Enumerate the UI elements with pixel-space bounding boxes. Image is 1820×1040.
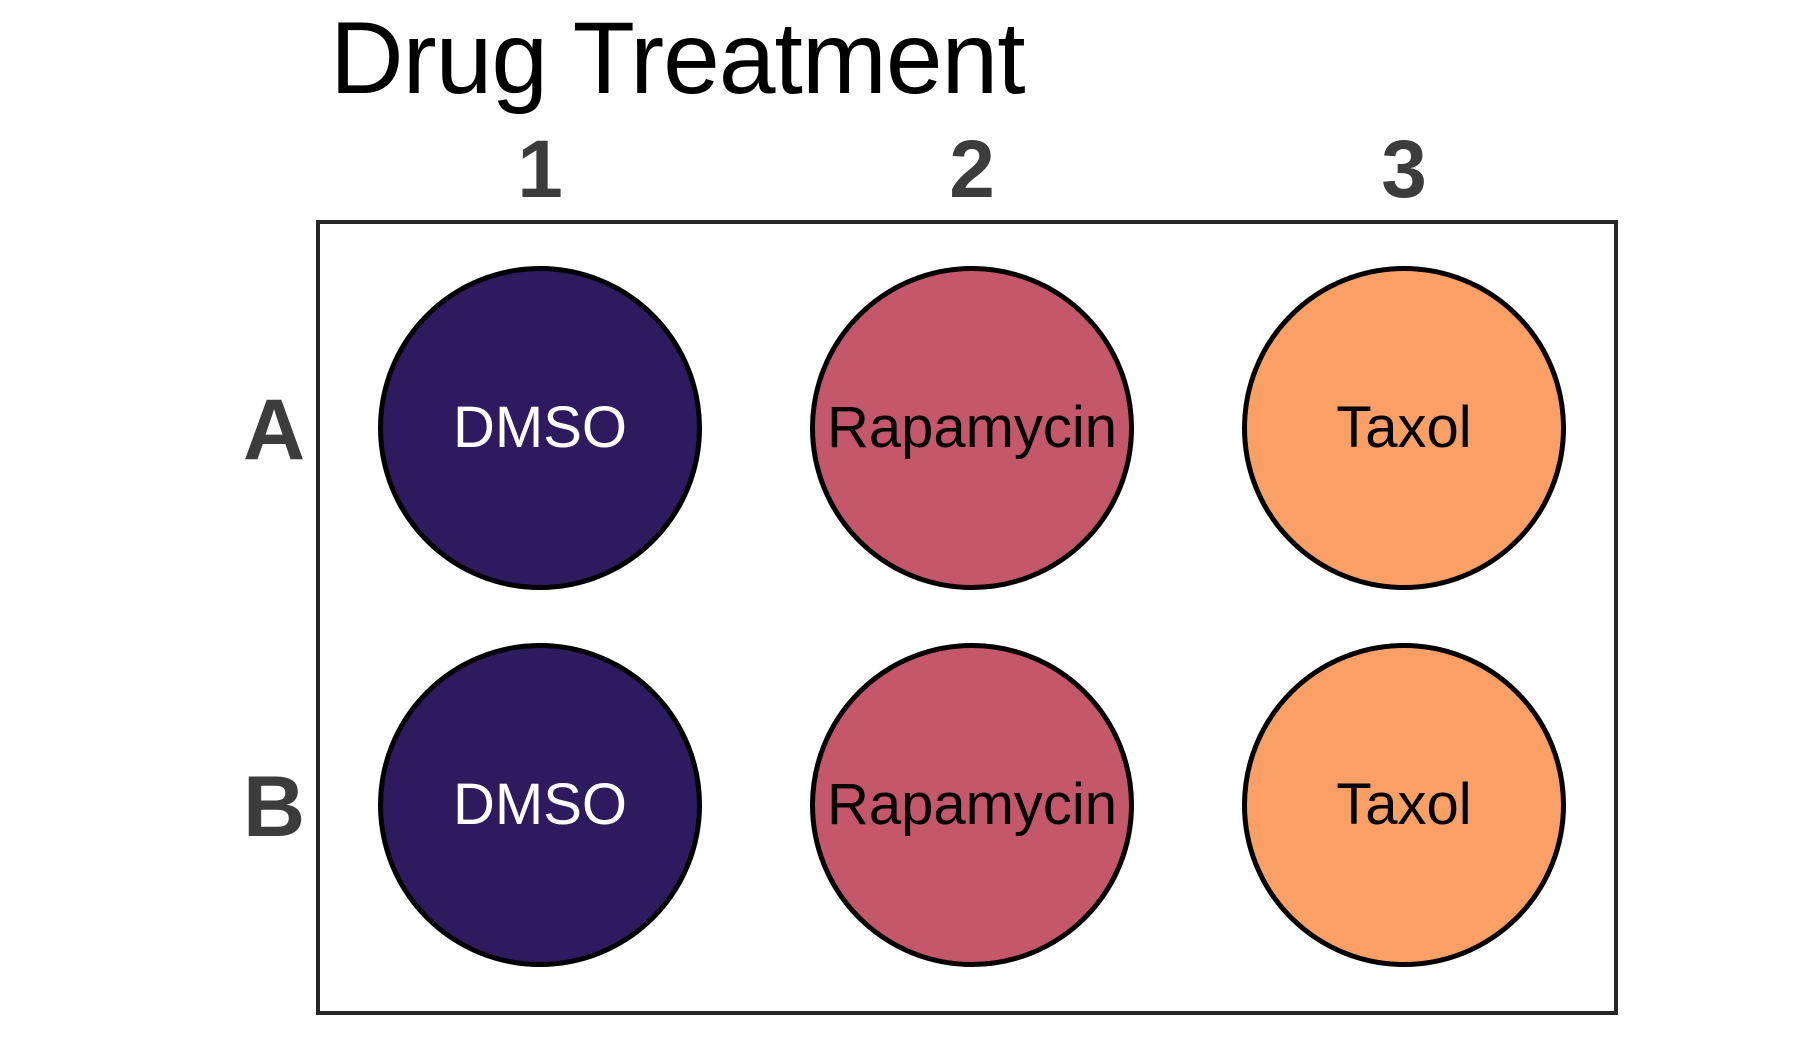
column-header-1: 1 bbox=[517, 124, 563, 215]
well-b3: Taxol bbox=[1242, 643, 1566, 967]
well-a2-label: Rapamycin bbox=[826, 395, 1118, 460]
well-b2-label: Rapamycin bbox=[826, 772, 1118, 837]
well-b1-label: DMSO bbox=[453, 772, 627, 837]
well-a1: DMSO bbox=[378, 266, 702, 590]
well-a2: Rapamycin bbox=[810, 266, 1134, 590]
well-a1-label: DMSO bbox=[453, 395, 627, 460]
row-label-b: B bbox=[242, 759, 306, 855]
well-a3: Taxol bbox=[1242, 266, 1566, 590]
figure-title: Drug Treatment bbox=[330, 1, 1026, 115]
column-header-2: 2 bbox=[949, 124, 995, 215]
row-label-a: A bbox=[242, 382, 306, 478]
well-b2: Rapamycin bbox=[810, 643, 1134, 967]
well-b3-label: Taxol bbox=[1336, 772, 1472, 837]
column-header-3: 3 bbox=[1381, 124, 1427, 215]
well-b1: DMSO bbox=[378, 643, 702, 967]
well-a3-label: Taxol bbox=[1336, 395, 1472, 460]
